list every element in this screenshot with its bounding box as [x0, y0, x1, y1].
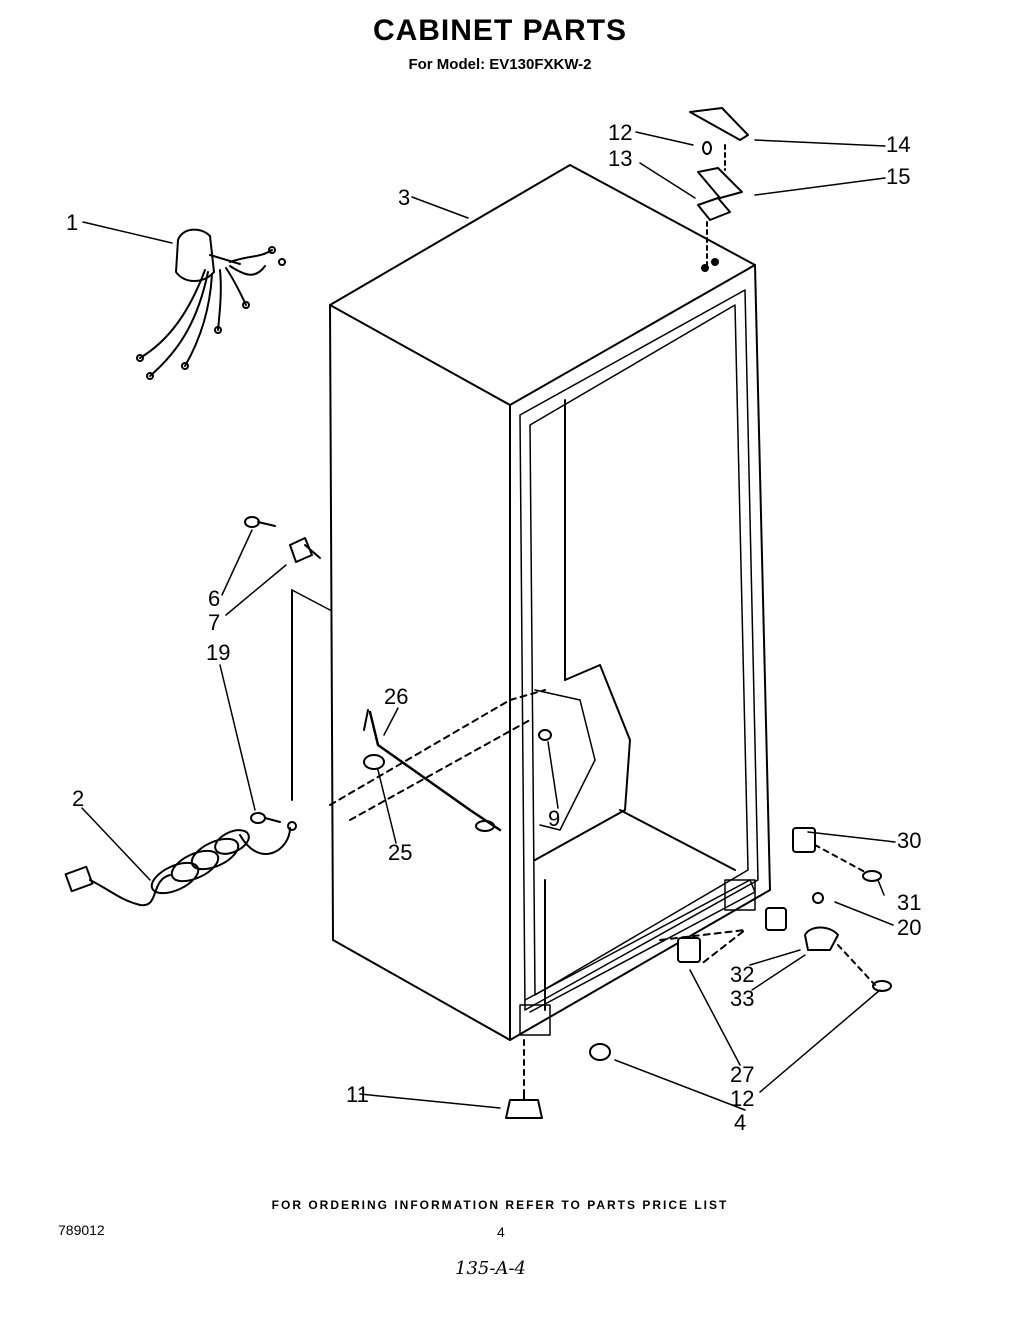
top-hinge-parts [689, 107, 749, 272]
callout-leaders [81, 131, 896, 1111]
drain-tube-parts [363, 709, 552, 832]
model-subtitle: For Model: EV130FXKW-2 [408, 56, 592, 73]
callout-6: 6 [208, 586, 220, 611]
callout-13: 13 [608, 146, 632, 171]
callout-15: 15 [886, 164, 910, 189]
lower-hinge-parts [589, 827, 892, 1061]
callout-11: 11 [346, 1082, 369, 1107]
callout-12-top: 12 [608, 120, 632, 145]
callout-31: 31 [897, 890, 921, 915]
callout-27: 27 [730, 1062, 754, 1087]
document-code: 789012 [58, 1222, 105, 1238]
ordering-info-note: FOR ORDERING INFORMATION REFER TO PARTS … [271, 1198, 729, 1212]
handwritten-note: 135-A-4 [455, 1258, 526, 1279]
hinge-hardware-parts [244, 516, 321, 831]
callout-26: 26 [384, 684, 408, 709]
callout-12-bottom: 12 [730, 1086, 754, 1111]
wiring-harness-part-1 [136, 228, 286, 380]
callout-14: 14 [886, 132, 910, 157]
callout-30: 30 [897, 828, 921, 853]
page-title: CABINET PARTS [372, 14, 628, 47]
callout-32: 32 [730, 962, 754, 987]
callout-3: 3 [398, 185, 410, 210]
page-number: 4 [497, 1224, 505, 1240]
power-cord-part-2 [64, 827, 291, 907]
callout-7: 7 [208, 610, 220, 635]
callout-1: 1 [66, 210, 78, 235]
cabinet-body [291, 164, 771, 1041]
leveling-leg-part-11 [505, 1039, 543, 1119]
callout-2: 2 [72, 786, 84, 811]
callout-33: 33 [730, 986, 754, 1011]
callout-9: 9 [548, 806, 560, 831]
callout-25: 25 [388, 840, 412, 865]
callout-4: 4 [734, 1110, 746, 1135]
callout-19: 19 [206, 640, 230, 665]
callout-20: 20 [897, 915, 921, 940]
